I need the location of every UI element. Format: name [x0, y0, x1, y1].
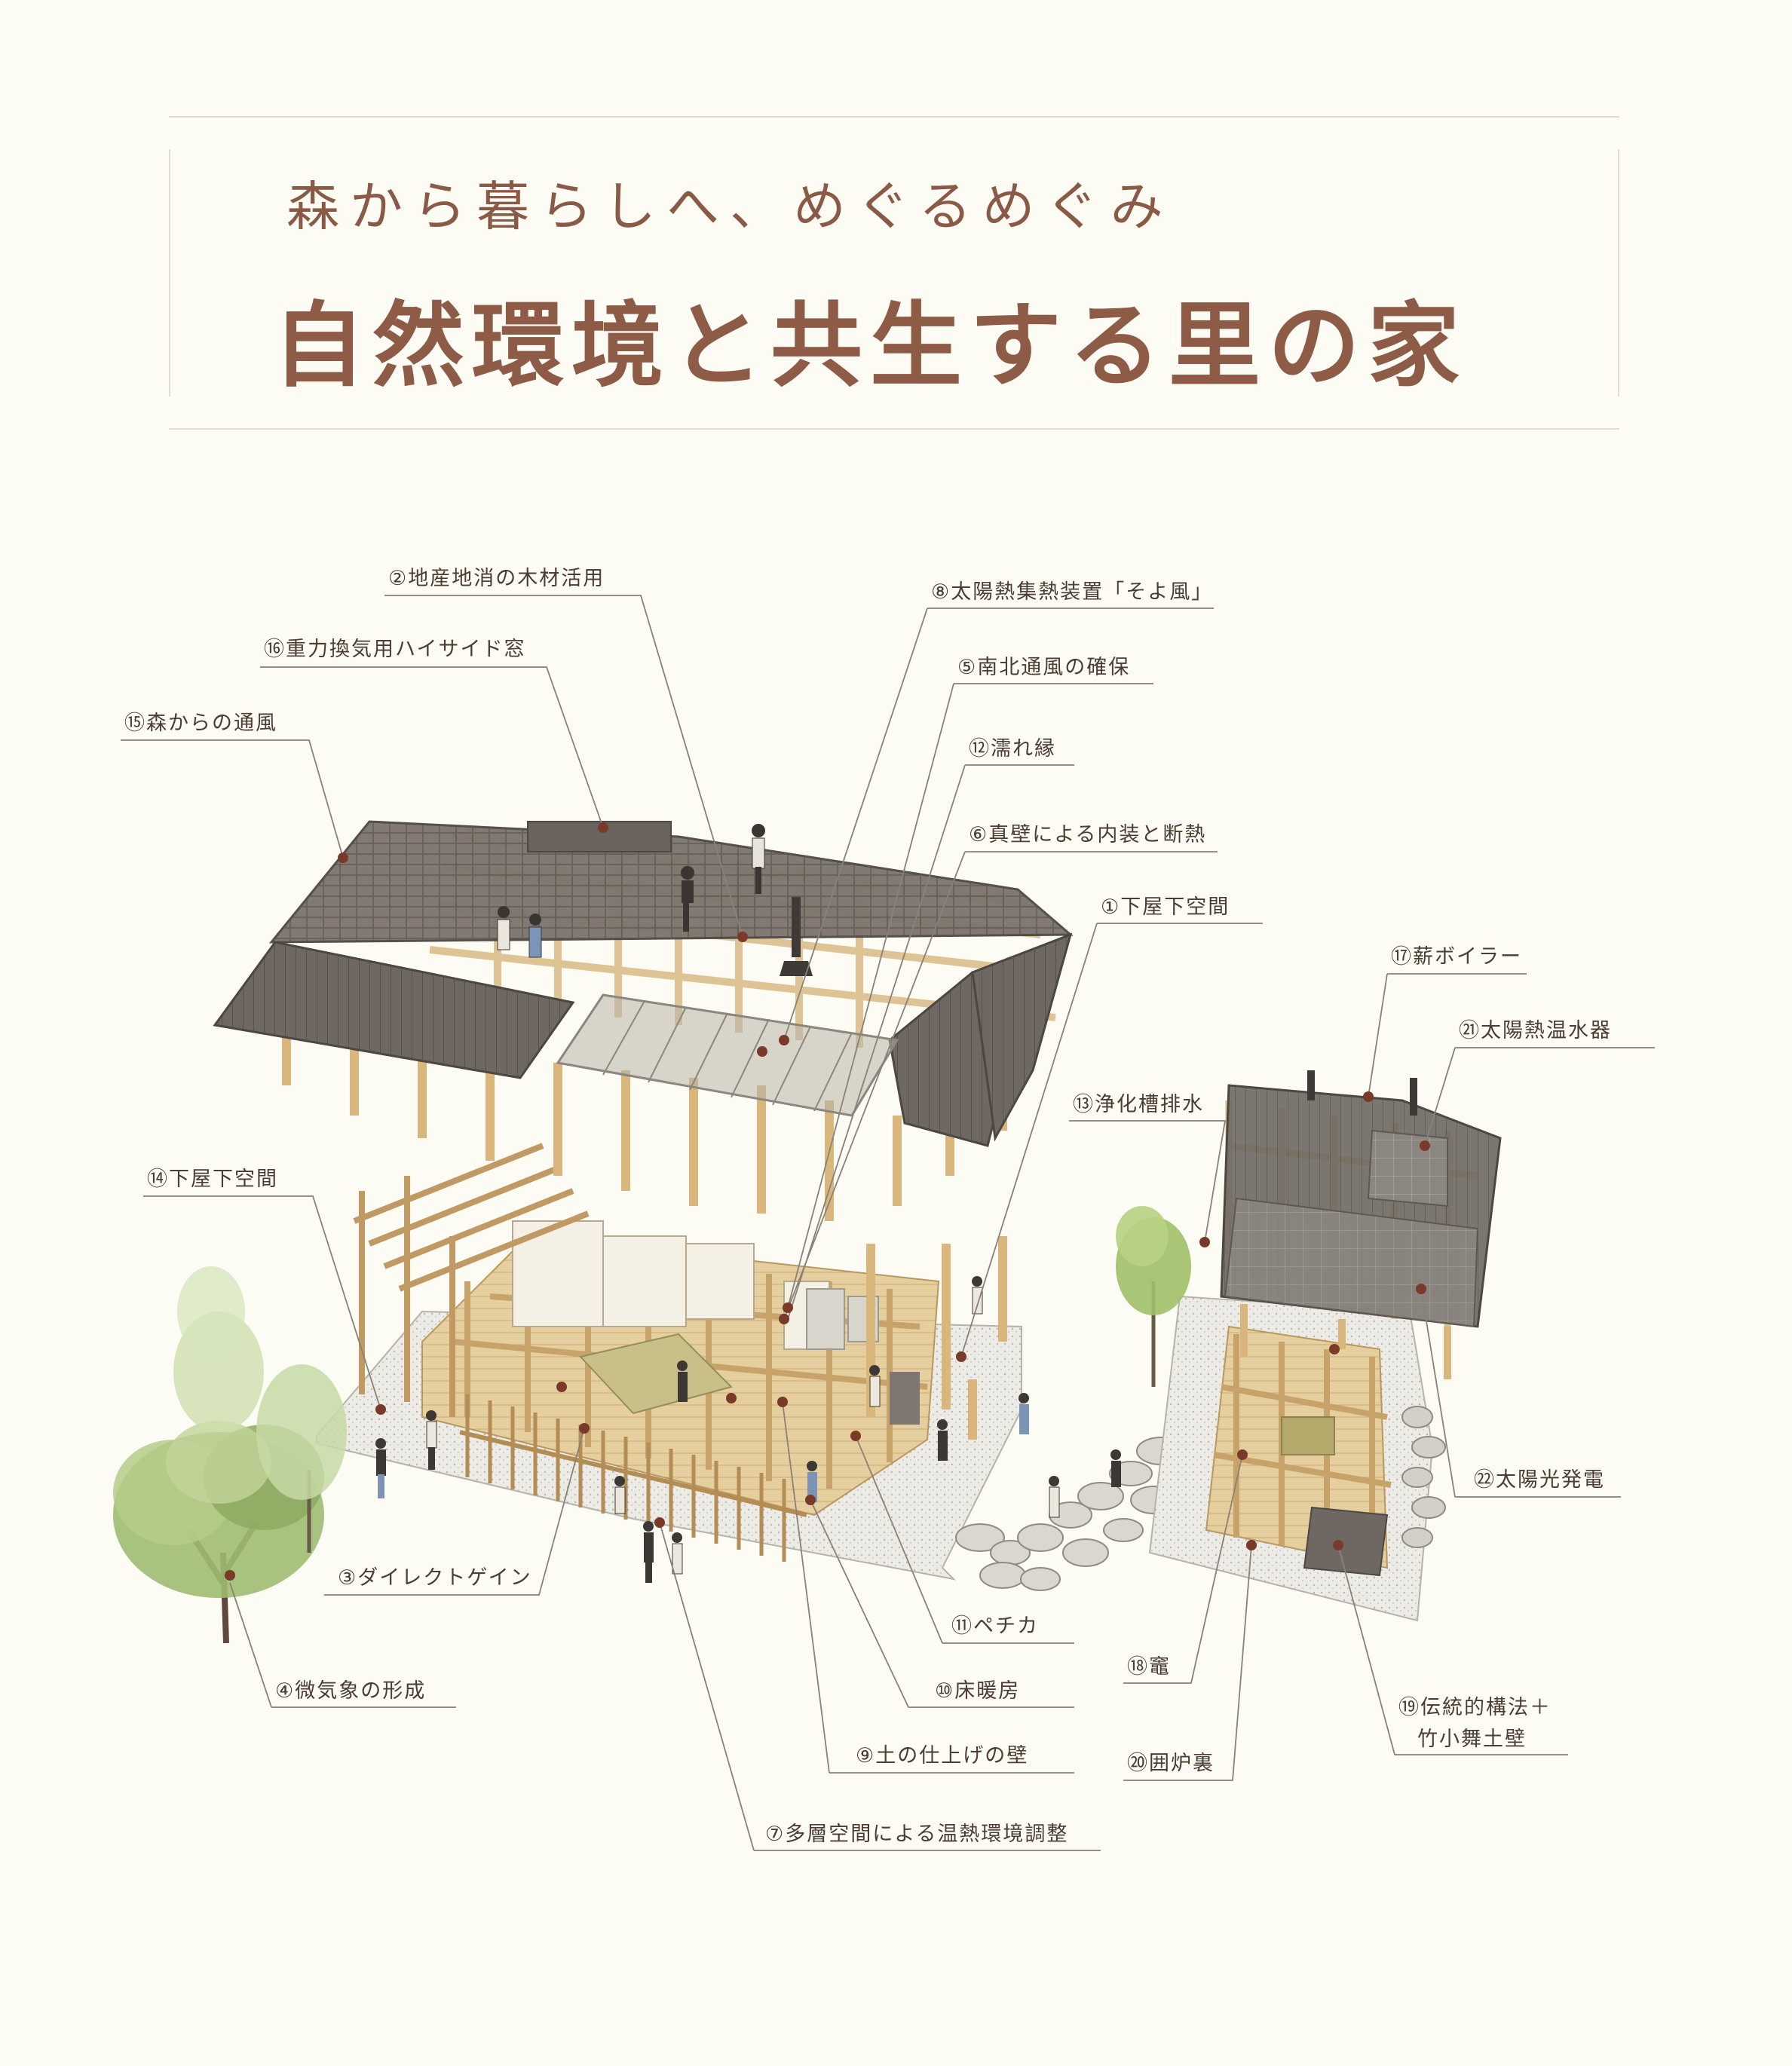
label-direct-gain: ③ダイレクトゲイン [338, 1566, 532, 1590]
label-solar-power: ㉒太陽光発電 [1474, 1468, 1605, 1492]
main-house-roof [213, 820, 1074, 1221]
label-solar-heat-collector: ⑧太陽熱集熱装置「そよ風」 [931, 580, 1214, 604]
tree-center-small [1116, 1206, 1191, 1387]
label-pechka-stove: ⑪ペチカ [951, 1615, 1039, 1638]
label-solar-water-heater: ㉑太陽熱温水器 [1459, 1019, 1612, 1042]
label-microclimate: ④微気象の形成 [275, 1679, 427, 1703]
header-subtitle: 森から暮らしへ、めぐるめぐみ [286, 176, 1174, 237]
label-earth-finish-wall: ⑨土の仕上げの壁 [856, 1744, 1029, 1768]
people-figures [375, 1276, 1121, 1583]
label-eave-space-1: ①下屋下空間 [1101, 895, 1230, 919]
label-exposed-post-wall: ⑥真壁による内装と断熱 [969, 823, 1207, 846]
label-kamado: ⑱竈 [1127, 1655, 1171, 1679]
label-septic-drainage: ⑬浄化槽排水 [1073, 1093, 1204, 1116]
label-multilayer-space: ⑦多層空間による温熱環境調整 [765, 1823, 1069, 1846]
label-eave-space-14: ⑭下屋下空間 [147, 1168, 278, 1191]
label-wood-boiler: ⑰薪ボイラー [1391, 945, 1522, 969]
header-title: 自然環境と共生する里の家 [273, 292, 1467, 399]
label-bamboo-clay-wall: 竹小舞土壁 [1417, 1728, 1527, 1751]
label-forest-ventilation: ⑮森からの通風 [124, 712, 277, 735]
header-left-rule [169, 149, 170, 396]
header-bottom-rule [169, 428, 1619, 430]
label-north-south-ventilation: ⑤南北通風の確保 [957, 656, 1131, 679]
label-irori-hearth: ⑳囲炉裏 [1127, 1752, 1215, 1775]
label-floor-heating: ⑩床暖房 [935, 1679, 1021, 1703]
header-top-rule [169, 116, 1619, 118]
label-traditional-method: ⑲伝統的構法＋ [1398, 1696, 1552, 1719]
label-wet-veranda: ⑫濡れ縁 [969, 737, 1056, 761]
marker-dots [225, 822, 1430, 1581]
header-right-rule [1618, 149, 1619, 396]
label-high-side-window: ⑯重力換気用ハイサイド窓 [264, 638, 526, 661]
annex-house [1148, 1070, 1502, 1622]
label-local-timber: ②地産地消の木材活用 [388, 567, 605, 590]
tree-left-back [173, 1266, 347, 1553]
leader-lines [121, 595, 1655, 1851]
